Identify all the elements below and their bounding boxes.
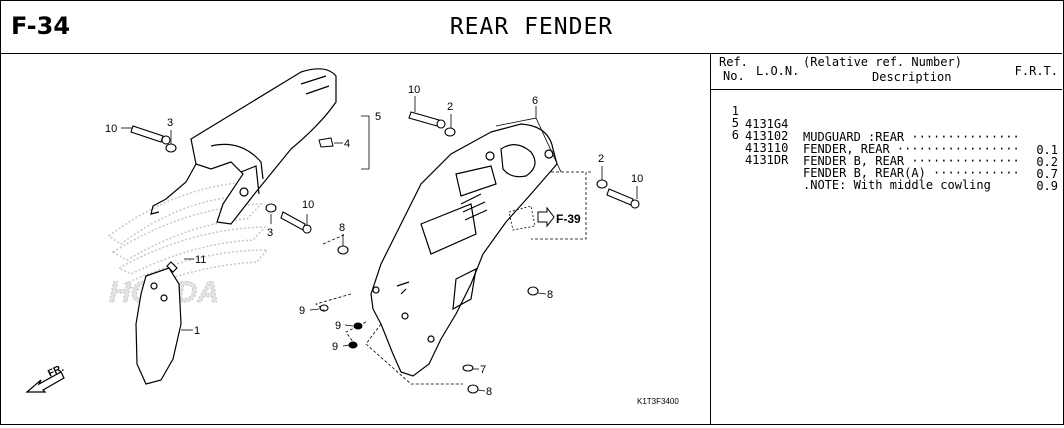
panel-divider [710,54,711,424]
f39-reference: F-39 [508,205,581,231]
table-header-rule [711,89,1062,90]
col-header-desc-line2: Description [872,70,952,84]
row-frt: 0.7 [1036,167,1058,181]
callout-6: 6 [532,95,538,107]
callout-3b: 3 [267,227,273,239]
ref-label-f39: F-39 [556,212,581,226]
front-arrow: FR. [25,363,66,393]
table-row: 4131DR FENDER B, REAR(A) ············ 0.… [711,128,1062,193]
col-header-lon: L.O.N. [756,64,800,78]
callout-11: 11 [195,254,206,266]
callout-10b: 10 [302,199,314,211]
diagram-svg: HONDA [25,68,679,406]
leader-lines [121,96,638,392]
callout-2a: 2 [447,101,453,113]
row-frt: 0.1 [1036,143,1058,157]
row-desc: .NOTE: With middle cowling [803,178,991,192]
col-header-ref-line1: Ref. [719,55,748,69]
row-lon: 413102 [745,129,789,143]
callout-9b: 9 [335,320,341,332]
callout-5: 5 [375,111,381,123]
row-frt: 0.2 [1036,155,1058,169]
table-row: 6 413110 FENDER B, REAR ··············· … [711,116,1062,181]
part-4-label-plate [318,137,334,148]
row-desc: FENDER B, REAR(A) ············ [803,166,1020,180]
row-desc: FENDER B, REAR ··············· [803,154,1020,168]
part-6-fender-b [370,123,558,377]
row-desc: MUDGUARD :REAR ··············· [803,130,1020,144]
row-desc: FENDER, REAR ················· [803,142,1020,156]
col-header-ref-line2: No. [723,69,745,83]
callout-10a: 10 [105,123,117,135]
callout-1: 1 [194,325,200,337]
callout-9c: 9 [332,341,338,353]
row-lon: 4131DR [745,153,789,167]
col-header-frt: F.R.T. [1014,64,1058,78]
col-header-desc-line1: (Relative ref. Number) [803,55,962,69]
parts-diagram: HONDA [1,54,709,424]
part-1-mudguard [135,267,182,385]
bolt-10a-head [161,135,171,145]
row-ref: 1 [731,104,739,118]
callout-labels: 10 3 5 4 3 10 10 2 6 2 10 8 11 1 9 9 9 8… [105,84,643,398]
callout-4: 4 [344,138,350,150]
row-lon: 413110 [745,141,789,155]
figure-number: F-34 [11,12,71,40]
page-title: REAR FENDER [449,14,614,40]
parts-table: Ref. No. L.O.N. (Relative ref. Number) D… [711,54,1062,424]
table-row: 1 4131G4 MUDGUARD :REAR ··············· … [711,92,1062,157]
table-row: .NOTE: With middle cowling [711,140,1062,192]
callout-8a: 8 [339,222,345,234]
drawing-code: K1T3F3400 [637,397,679,406]
callout-9a: 9 [299,305,305,317]
table-row: 5 413102 FENDER, REAR ················· … [711,104,1062,169]
page-header: F-34 REAR FENDER [1,1,1062,54]
callout-8b: 8 [547,289,553,301]
callout-3a: 3 [167,117,173,129]
callout-10c: 10 [408,84,420,96]
row-ref: 5 [731,116,739,130]
bolts [130,111,640,273]
row-lon: 4131G4 [745,117,789,131]
callout-2b: 2 [598,153,604,165]
row-ref: 6 [731,128,739,142]
callout-8c: 8 [486,386,492,398]
callout-10d: 10 [631,173,643,185]
row-frt: 0.9 [1036,179,1058,193]
part-5-fender-rear [150,68,337,225]
callout-7: 7 [480,364,486,376]
